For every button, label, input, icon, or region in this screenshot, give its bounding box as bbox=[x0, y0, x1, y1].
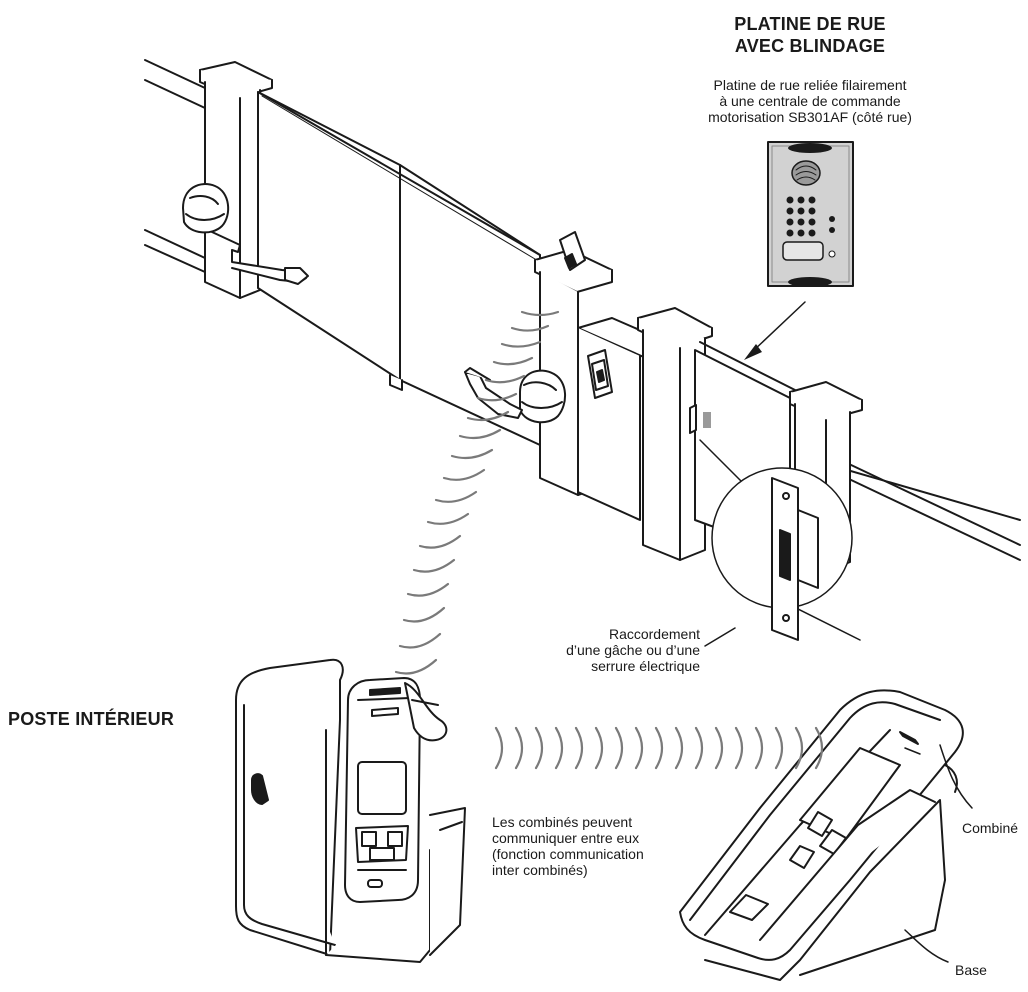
handsets-description-line: inter combinés) bbox=[492, 862, 588, 878]
street-panel-device bbox=[767, 141, 854, 287]
strike-description: Raccordement d’une gâche ou d’une serrur… bbox=[500, 626, 700, 674]
strike-description-line: d’une gâche ou d’une bbox=[566, 642, 700, 658]
street-panel-title-line: AVEC BLINDAGE bbox=[734, 36, 886, 56]
street-panel-description-line: motorisation SB301AF (côté rue) bbox=[708, 109, 912, 125]
handsets-description-line: communiquer entre eux bbox=[492, 830, 640, 846]
gate bbox=[257, 91, 541, 446]
card-reader bbox=[559, 231, 586, 271]
indoor-station-title: POSTE INTÉRIEUR bbox=[8, 709, 175, 729]
handsets-description: Les combinés peuvent communiquer entre e… bbox=[492, 814, 692, 878]
street-panel-description-line: à une centrale de commande bbox=[719, 93, 901, 109]
street-panel-title: PLATINE DE RUE AVEC BLINDAGE bbox=[690, 13, 930, 57]
fence-rails bbox=[144, 59, 1021, 561]
left-motor bbox=[182, 183, 309, 285]
base-leader bbox=[904, 929, 949, 963]
strike-description-line: serrure électrique bbox=[591, 658, 700, 674]
panel-arrow bbox=[744, 301, 806, 360]
right-motor bbox=[464, 367, 566, 424]
radio-waves-horizontal bbox=[494, 726, 824, 770]
street-panel-description: Platine de rue reliée filairement à une … bbox=[670, 77, 950, 125]
desk-handset bbox=[679, 689, 964, 981]
strike-description-line: Raccordement bbox=[608, 626, 700, 642]
handsets-description-line: (fonction communication bbox=[492, 846, 644, 862]
handsets-description-line: Les combinés peuvent bbox=[492, 814, 633, 830]
handset-leader bbox=[939, 744, 973, 809]
indoor-wall-station bbox=[235, 658, 466, 963]
strike-detail bbox=[699, 439, 861, 647]
street-panel-description-line: Platine de rue reliée filairement bbox=[713, 77, 907, 93]
base-label: Base bbox=[955, 962, 987, 978]
handset-label: Combiné bbox=[962, 820, 1019, 836]
street-panel-title-line: PLATINE DE RUE bbox=[734, 14, 886, 34]
radio-waves-vertical bbox=[394, 310, 560, 675]
